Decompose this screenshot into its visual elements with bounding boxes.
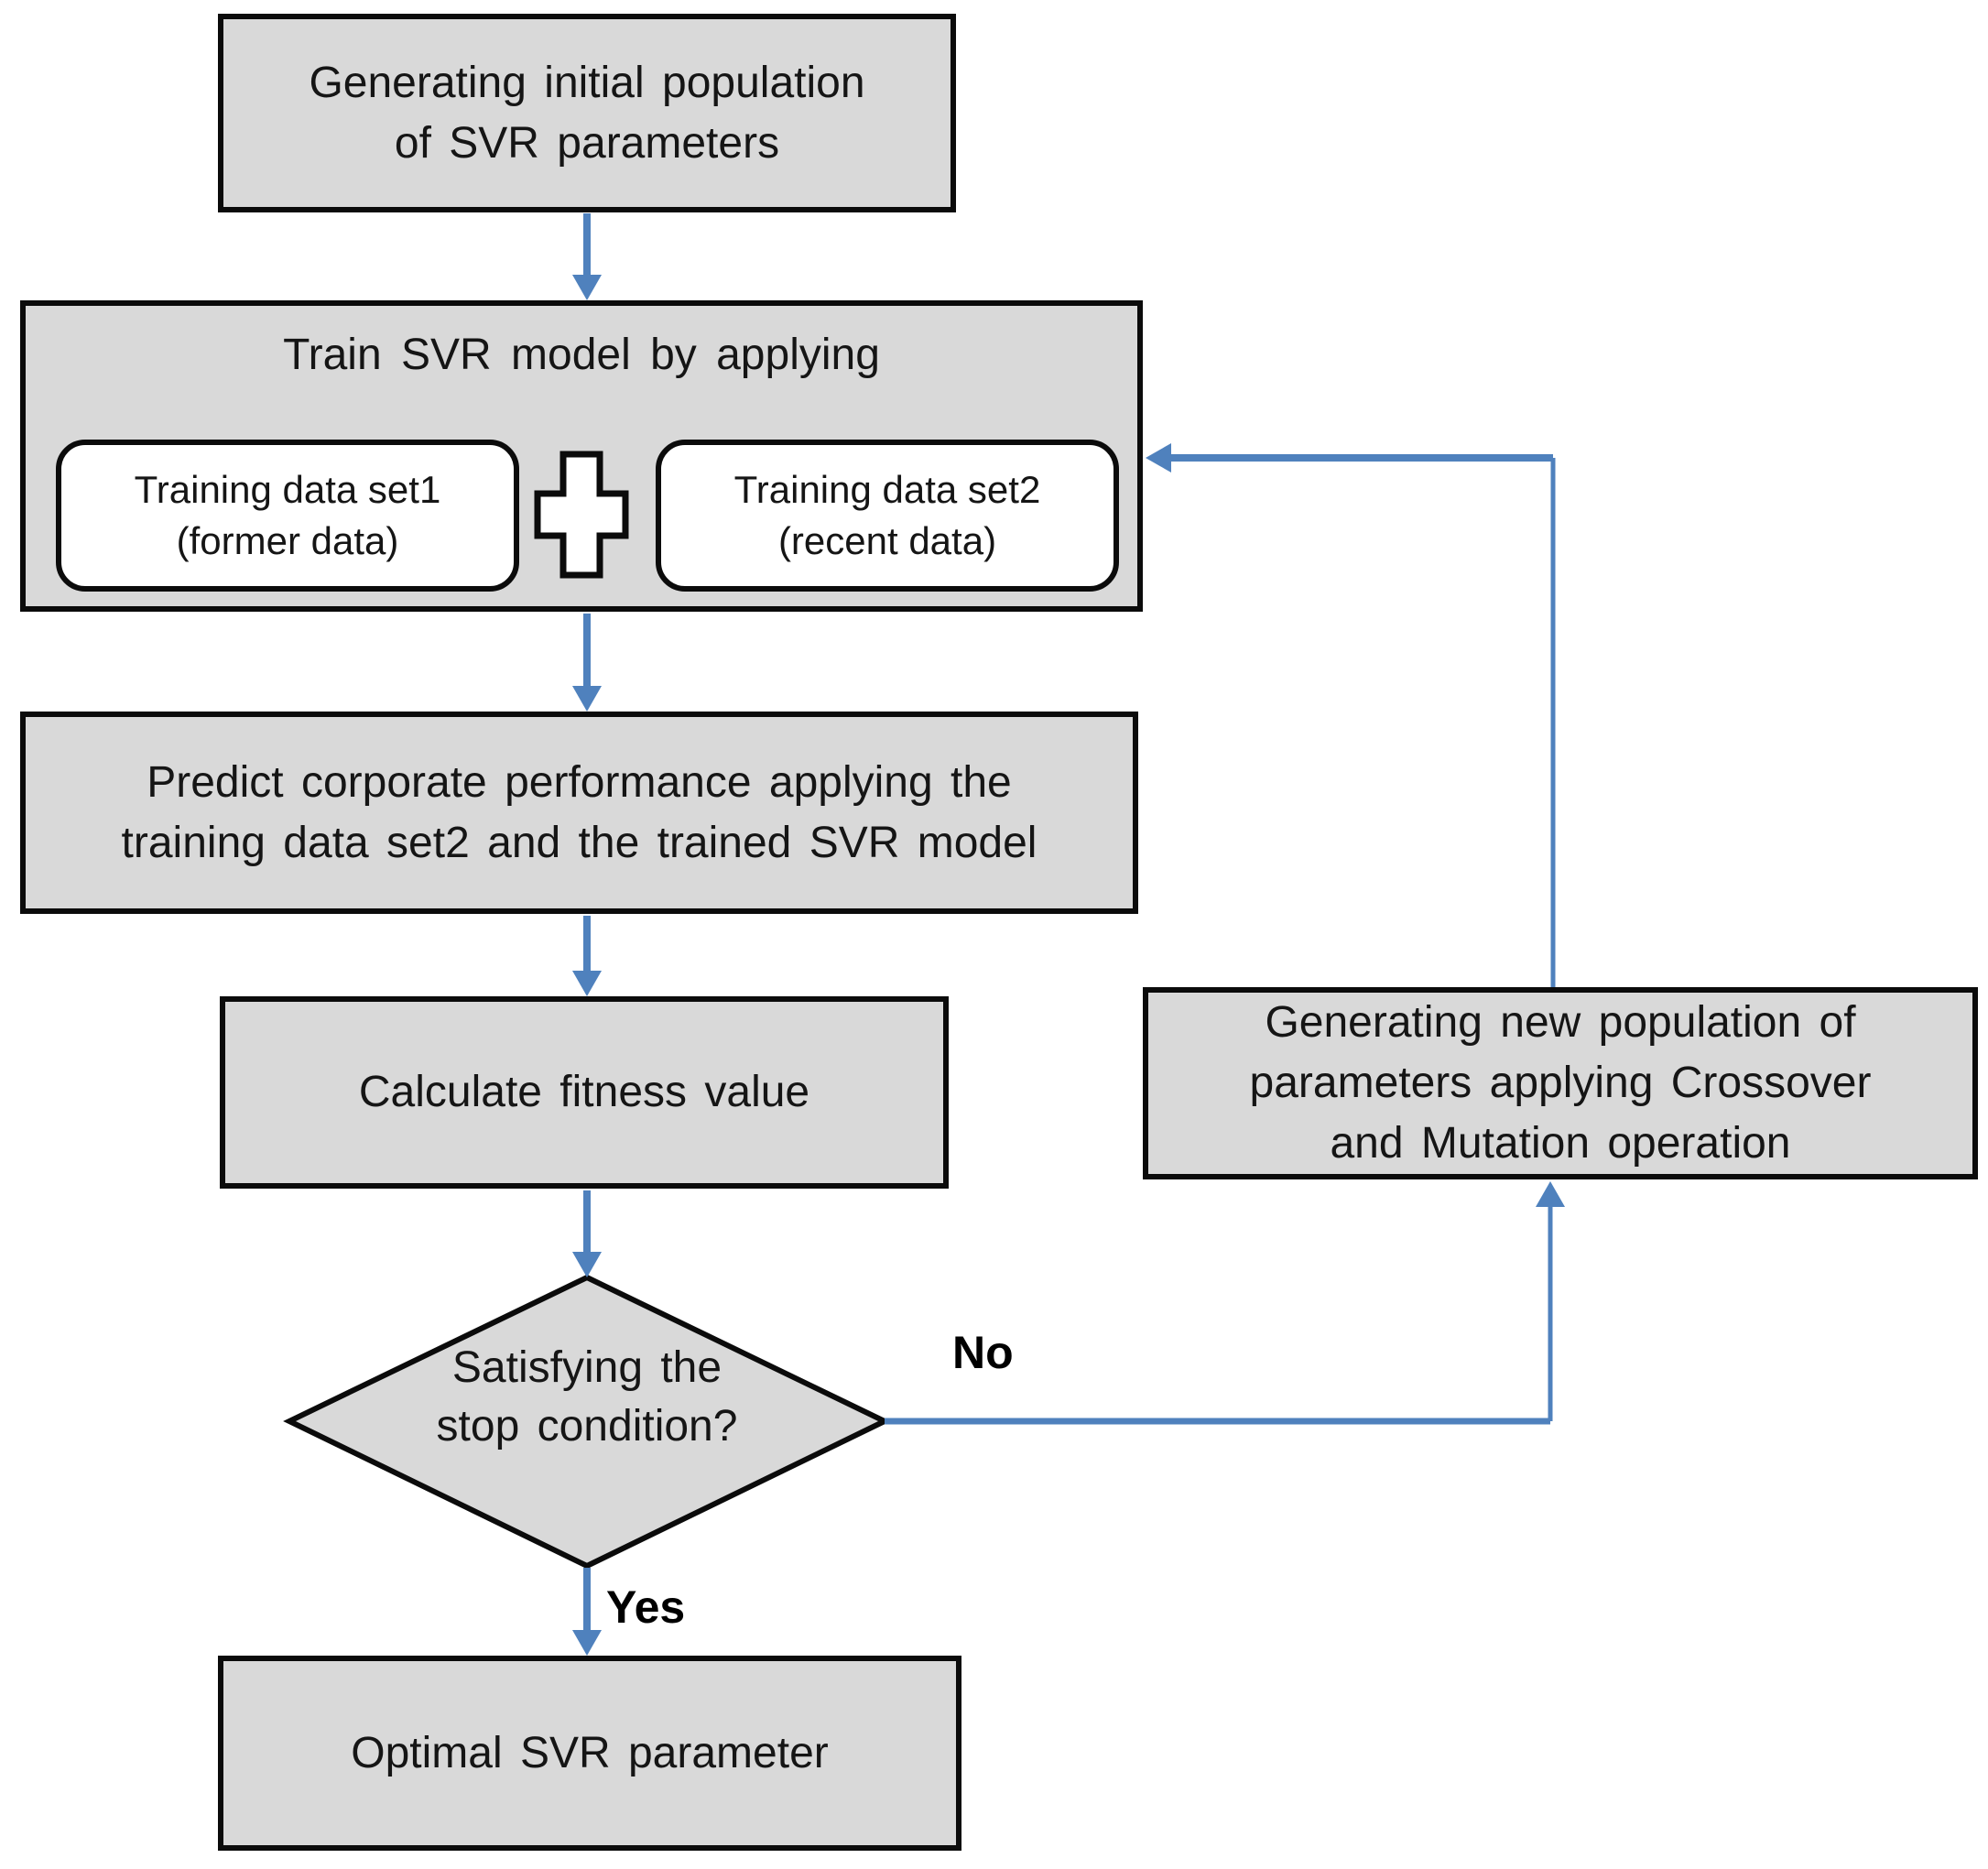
- arrow-initial-to-train-arrowhead: [572, 275, 602, 300]
- node-training-data-set1-label: Training data set1 (former data): [134, 468, 441, 562]
- arrow-initial-to-train: [572, 213, 602, 300]
- arrow-calculate-to-decision: [572, 1190, 602, 1277]
- node-generate-new-population: Generating new population of parameters …: [1143, 987, 1978, 1179]
- arrow-decision-yes-arrowhead: [572, 1630, 602, 1656]
- arrow-decision-no-arrowhead: [1536, 1181, 1565, 1207]
- node-train-svr-model: Train SVR model by applying Training dat…: [20, 300, 1143, 612]
- arrow-decision-yes-to-optimal: [572, 1568, 602, 1656]
- node-generate-new-population-label: Generating new population of parameters …: [1249, 998, 1872, 1168]
- node-calculate-fitness: Calculate fitness value: [220, 996, 949, 1189]
- node-optimal-svr-parameter-label: Optimal SVR parameter: [351, 1728, 829, 1777]
- node-train-svr-model-label: Train SVR model by applying: [283, 331, 880, 379]
- arrow-feedback-arrowhead: [1146, 443, 1171, 473]
- decision-diamond-label: Satisfying the stop condition?: [436, 1343, 738, 1451]
- node-training-data-set2-label: Training data set2 (recent data): [733, 468, 1041, 562]
- node-training-data-set2: Training data set2 (recent data): [656, 440, 1119, 592]
- branch-label-yes: Yes: [606, 1581, 686, 1633]
- arrow-predict-to-calculate-arrowhead: [572, 971, 602, 996]
- branch-label-no: No: [952, 1327, 1014, 1378]
- node-training-data-set1: Training data set1 (former data): [56, 440, 519, 592]
- arrow-predict-to-calculate: [572, 916, 602, 996]
- arrow-generate-to-train-feedback: [1146, 443, 1556, 987]
- node-optimal-svr-parameter: Optimal SVR parameter: [218, 1656, 961, 1851]
- node-generate-initial-population-label: Generating initial population of SVR par…: [309, 58, 865, 168]
- node-predict-performance-label: Predict corporate performance applying t…: [121, 757, 1037, 867]
- node-generate-initial-population: Generating initial population of SVR par…: [218, 14, 956, 212]
- node-calculate-fitness-label: Calculate fitness value: [358, 1068, 810, 1116]
- arrow-train-to-predict-arrowhead: [572, 686, 602, 712]
- node-predict-performance: Predict corporate performance applying t…: [20, 712, 1138, 914]
- arrow-decision-no-to-generate: [885, 1181, 1565, 1425]
- arrow-train-to-predict: [572, 614, 602, 712]
- arrow-calculate-to-decision-arrowhead: [572, 1252, 602, 1277]
